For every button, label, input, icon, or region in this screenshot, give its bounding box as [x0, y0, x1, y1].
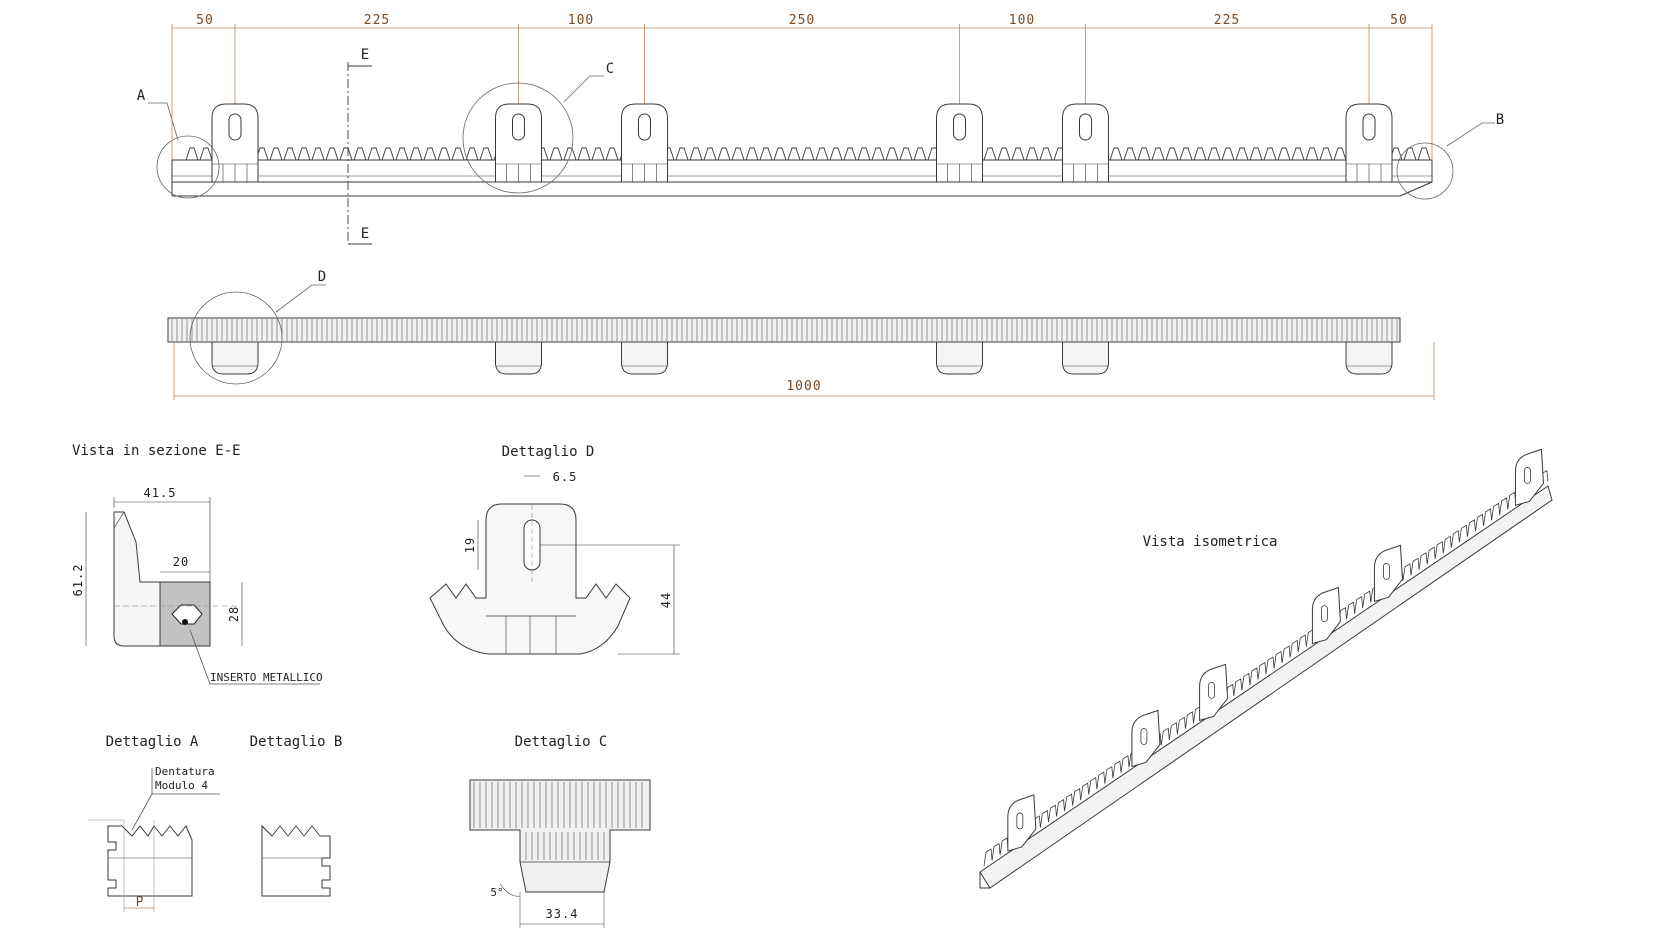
- callout-c: C: [606, 61, 614, 77]
- dim-label-1: 50: [196, 13, 214, 28]
- detail-c: Dettaglio C 33.4 5°: [469, 734, 651, 928]
- side-tab: [1345, 341, 1393, 375]
- top-view: 50 225 100 250 100 225 50 E E A C B: [137, 13, 1504, 245]
- section-title: Vista in sezione E-E: [72, 443, 241, 459]
- detail-a-pitch: P: [136, 895, 145, 910]
- section-view: Vista in sezione E-E 41.5 20 61.2 28 INS…: [71, 443, 323, 685]
- mounting-tab: [621, 103, 668, 183]
- isometric-tab: [1131, 709, 1161, 768]
- side-mounting-tabs: [211, 341, 1393, 375]
- mounting-tabs: [211, 103, 1393, 183]
- detail-b-title: Dettaglio B: [250, 734, 343, 750]
- dim-label-2: 225: [364, 13, 390, 28]
- insert-height: 28: [227, 606, 241, 622]
- top-dimension-labels: 50 225 100 250 100 225 50: [196, 13, 1408, 28]
- dim-label-6: 225: [1214, 13, 1240, 28]
- isometric-tab: [1007, 794, 1037, 852]
- callout-a: A: [137, 88, 146, 104]
- isometric-teeth: [983, 469, 1549, 867]
- detail-b: Dettaglio B: [250, 734, 343, 897]
- detail-a-title: Dettaglio A: [106, 734, 199, 750]
- insert-label: INSERTO METALLICO: [210, 671, 323, 684]
- isometric-tabs: [1007, 448, 1544, 852]
- section-marker-top: E: [361, 47, 369, 63]
- dim-label-7: 50: [1390, 13, 1408, 28]
- mounting-tab: [1062, 103, 1109, 183]
- isometric-tab: [1311, 586, 1341, 645]
- detail-d-slot-width: 6.5: [553, 470, 578, 484]
- isometric-tab: [1373, 544, 1403, 603]
- dim-label-3: 100: [568, 13, 594, 28]
- overall-length: 1000: [786, 379, 821, 394]
- section-height: 61.2: [71, 564, 85, 597]
- isometric-tab: [1514, 448, 1544, 507]
- side-tab: [936, 341, 983, 375]
- detail-a: Dettaglio A Dentatura Modulo 4 P: [88, 734, 220, 912]
- dim-label-4: 250: [789, 13, 815, 28]
- detail-a-note-line2: Modulo 4: [155, 779, 208, 792]
- rack-teeth: [172, 147, 1431, 161]
- section-inner: 20: [173, 555, 189, 569]
- isometric-view: Vista isometrica: [979, 448, 1553, 889]
- side-tab: [621, 341, 668, 375]
- detail-circle-b: [1396, 142, 1454, 200]
- detail-circle-c: [462, 82, 574, 194]
- section-width: 41.5: [144, 486, 177, 500]
- detail-d-slot-height: 19: [463, 537, 477, 553]
- mounting-tab: [495, 103, 542, 183]
- detail-c-width: 33.4: [546, 907, 579, 921]
- mounting-tab: [1345, 103, 1393, 183]
- isometric-tab: [1199, 663, 1229, 722]
- dim-label-5: 100: [1009, 13, 1035, 28]
- rack-side-body: [167, 317, 1401, 343]
- top-dimension-lines: [171, 24, 1433, 160]
- side-tab: [495, 341, 542, 375]
- mounting-tab: [211, 103, 259, 183]
- detail-d: Dettaglio D 6.5 19 44: [429, 444, 680, 655]
- rack-body: [171, 159, 1433, 183]
- detail-a-note-line1: Dentatura: [155, 765, 215, 778]
- detail-c-angle: 5°: [490, 886, 503, 899]
- side-tab: [1062, 341, 1109, 375]
- rack-side-teeth: [171, 319, 1398, 341]
- detail-circle-d: [189, 291, 283, 385]
- detail-c-title: Dettaglio C: [515, 734, 608, 750]
- callout-b: B: [1496, 112, 1504, 128]
- isometric-title: Vista isometrica: [1143, 534, 1278, 550]
- detail-d-title: Dettaglio D: [502, 444, 595, 460]
- side-tab: [211, 341, 259, 375]
- mounting-tab: [936, 103, 983, 183]
- callout-d: D: [318, 269, 326, 285]
- detail-circle-a: [156, 135, 220, 199]
- side-view: 1000 D: [167, 269, 1435, 400]
- detail-c-teeth: [473, 782, 643, 860]
- section-marker-bottom: E: [361, 226, 369, 242]
- detail-d-height: 44: [659, 592, 673, 608]
